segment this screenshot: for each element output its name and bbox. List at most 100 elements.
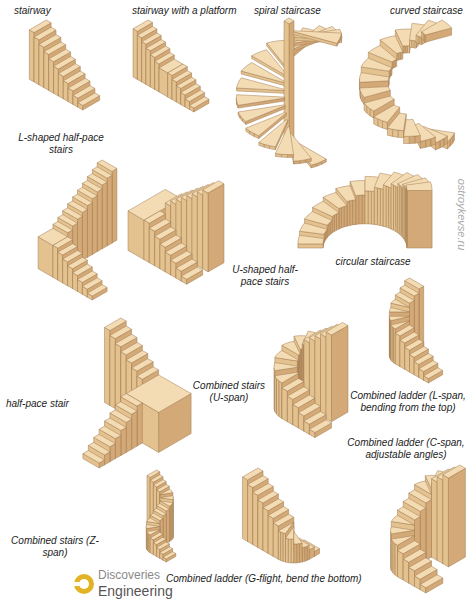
watermark: Engineering bbox=[98, 583, 173, 599]
stair-face bbox=[386, 186, 389, 228]
stair-face bbox=[115, 436, 121, 459]
stair-face bbox=[253, 492, 258, 547]
stair-face bbox=[400, 340, 405, 369]
stair-face bbox=[391, 299, 410, 307]
stair-face bbox=[263, 508, 268, 554]
stair-face bbox=[112, 169, 117, 244]
stair-face bbox=[404, 136, 410, 143]
staircase-drawing bbox=[274, 322, 348, 437]
stair-face bbox=[149, 228, 154, 266]
stair-face bbox=[83, 451, 105, 464]
stair-face bbox=[394, 185, 396, 232]
stair-face bbox=[287, 396, 293, 425]
stair-face bbox=[391, 515, 414, 525]
stair-face bbox=[405, 185, 407, 244]
stair-face bbox=[383, 185, 386, 227]
stair-face bbox=[275, 127, 293, 155]
stair-face bbox=[137, 403, 142, 446]
stair-face bbox=[160, 244, 165, 272]
stair-face bbox=[248, 485, 253, 545]
stair-face bbox=[279, 381, 282, 419]
stair-face bbox=[302, 547, 305, 562]
figure-label: curved staircase bbox=[390, 5, 463, 17]
watermark: Discoveries bbox=[98, 568, 160, 582]
figure-label: circular staircase bbox=[318, 256, 428, 268]
figure-label: Combined ladder (C-span, adjustable angl… bbox=[342, 437, 470, 461]
stair-face bbox=[371, 191, 374, 224]
stair-face bbox=[146, 48, 150, 87]
stair-face bbox=[412, 40, 414, 48]
stair-face bbox=[420, 575, 443, 588]
stair-face bbox=[132, 411, 137, 449]
stair-face bbox=[410, 40, 412, 47]
stair-face bbox=[418, 36, 420, 44]
stair-face bbox=[166, 509, 169, 543]
stair-face bbox=[344, 206, 347, 227]
stair-face bbox=[403, 46, 405, 53]
staircase-drawing bbox=[128, 181, 224, 284]
staircase-drawing bbox=[133, 20, 209, 112]
staircase-drawing bbox=[29, 20, 99, 110]
stair-face bbox=[391, 325, 392, 361]
stair-face bbox=[176, 86, 180, 105]
stair-face bbox=[237, 78, 285, 91]
stair-face bbox=[192, 194, 197, 266]
stair-face bbox=[377, 188, 380, 226]
stair-face bbox=[153, 543, 156, 557]
stair-face bbox=[360, 87, 391, 98]
stair-face bbox=[347, 201, 350, 226]
stair-face bbox=[443, 465, 466, 478]
stair-face bbox=[29, 30, 34, 82]
stair-face bbox=[298, 244, 323, 248]
stair-face bbox=[426, 500, 432, 561]
stair-face bbox=[401, 52, 403, 60]
stair-face bbox=[197, 192, 202, 269]
stair-face bbox=[297, 544, 300, 563]
stair-face bbox=[49, 59, 54, 93]
stair-face bbox=[275, 350, 299, 361]
stair-face bbox=[288, 539, 291, 563]
stair-face bbox=[97, 189, 102, 252]
stair-face bbox=[146, 532, 148, 551]
stair-face bbox=[410, 355, 415, 375]
stair-face bbox=[326, 322, 348, 335]
stair-face bbox=[274, 363, 297, 371]
figure-label: stairway with a platform bbox=[132, 5, 236, 17]
stair-face bbox=[305, 212, 333, 226]
stair-face bbox=[155, 236, 160, 269]
stair-face bbox=[78, 93, 100, 106]
stair-face bbox=[365, 191, 368, 224]
staircase-drawing bbox=[243, 468, 320, 563]
stair-face bbox=[172, 79, 176, 102]
staircase-drawing bbox=[38, 160, 117, 300]
stair-face bbox=[34, 37, 39, 85]
stair-face bbox=[137, 35, 141, 82]
stair-face bbox=[105, 327, 110, 405]
watermark: ostroykevse.ru bbox=[455, 155, 468, 275]
stair-face bbox=[405, 348, 410, 373]
stair-face bbox=[300, 223, 328, 234]
stair-face bbox=[403, 184, 404, 239]
stair-face bbox=[334, 214, 336, 232]
staircase-drawing bbox=[236, 18, 341, 168]
stair-face bbox=[203, 190, 208, 272]
stair-face bbox=[337, 213, 339, 231]
logo-icon bbox=[74, 574, 94, 594]
stair-face bbox=[414, 41, 416, 49]
stair-face bbox=[126, 419, 131, 452]
stair-face bbox=[399, 52, 401, 60]
stair-face bbox=[330, 221, 332, 235]
stair-face bbox=[273, 523, 278, 559]
stair-face bbox=[362, 195, 365, 224]
staircase-drawing bbox=[298, 172, 432, 248]
stair-face bbox=[389, 187, 392, 229]
stair-face bbox=[298, 235, 324, 244]
stair-face bbox=[406, 182, 432, 191]
stair-face bbox=[396, 186, 398, 233]
stair-face bbox=[82, 210, 87, 261]
stair-face bbox=[404, 119, 421, 136]
stair-face bbox=[326, 332, 332, 422]
stair-face bbox=[144, 220, 149, 263]
stair-face bbox=[278, 531, 280, 561]
